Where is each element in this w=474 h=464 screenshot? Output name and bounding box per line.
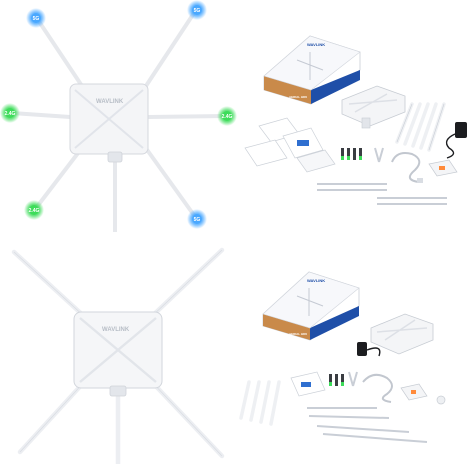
badge-5g-icon: 5G [187, 209, 207, 229]
package-contents-with-router: WAVLINK AERIAL HD6 [237, 0, 474, 232]
antenna-set [239, 380, 281, 426]
power-adapter-icon [357, 342, 381, 357]
svg-text:2.4G: 2.4G [5, 111, 16, 117]
mounting-kit [329, 371, 358, 387]
box-logo: WAVLINK [307, 278, 325, 283]
router-unit [370, 313, 434, 355]
logo-text: WAVLINK [96, 99, 124, 105]
router-front-view: WAVLINK [0, 232, 237, 464]
pole-clamps [317, 183, 447, 205]
ethernet-cable-icon [362, 373, 393, 403]
mounting-kit [341, 147, 384, 163]
badge-24g-icon: 2.4G [0, 103, 20, 123]
retail-box: WAVLINK AERIAL HD6 [263, 35, 361, 105]
svg-text:5G: 5G [194, 8, 201, 14]
badge-24g-icon: 2.4G [24, 200, 44, 220]
package-contents: WAVLINK AERIAL HD6 [237, 232, 474, 464]
box-model: AERIAL HD6 [289, 332, 307, 336]
svg-text:5G: 5G [194, 217, 201, 223]
poe-injector [400, 383, 446, 405]
documents [290, 371, 326, 397]
svg-text:2.4G: 2.4G [222, 114, 233, 120]
ethernet-cable-icon [391, 152, 423, 183]
poe-injector [428, 159, 458, 177]
router-body: WAVLINK [69, 83, 149, 163]
router-with-antenna-badges: WAVLINK 5G 5G 2.4G 2.4G 2.4G 5G [0, 0, 237, 232]
badge-24g-icon: 2.4G [217, 106, 237, 126]
retail-box: WAVLINK AERIAL HD6 [262, 271, 360, 341]
power-adapter-icon [445, 122, 467, 159]
box-model: AERIAL HD6 [289, 95, 307, 99]
documents [244, 117, 336, 173]
badge-5g-icon: 5G [26, 8, 46, 28]
svg-text:5G: 5G [33, 16, 40, 22]
box-logo: WAVLINK [307, 42, 325, 47]
logo-text: WAVLINK [102, 327, 130, 333]
badge-5g-icon: 5G [187, 0, 207, 20]
router-body: WAVLINK [73, 311, 163, 397]
pole-clamps [307, 407, 428, 443]
svg-text:2.4G: 2.4G [29, 208, 40, 214]
router-unit [341, 85, 406, 129]
